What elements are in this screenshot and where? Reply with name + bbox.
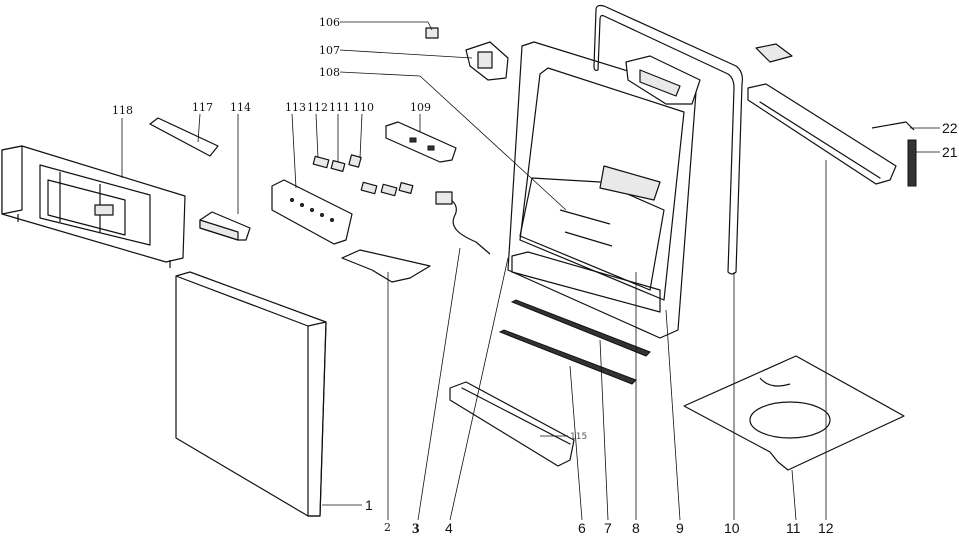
callout-6: 6	[578, 520, 586, 536]
leader-108	[339, 71, 421, 77]
mounting-bracket	[341, 249, 431, 283]
leader-3	[417, 247, 461, 521]
leader-9	[665, 309, 681, 521]
leader-6	[569, 365, 583, 521]
callout-12: 12	[818, 520, 834, 536]
callout-9: 9	[676, 520, 684, 536]
callout-112: 112	[307, 101, 328, 114]
inner-door	[507, 41, 697, 339]
callout-4: 4	[445, 520, 453, 536]
insulation-sheet	[683, 355, 905, 471]
leader-117	[197, 113, 201, 143]
detergent-dispenser	[625, 55, 701, 105]
callout-10: 10	[724, 520, 740, 536]
callout-2: 2	[384, 521, 391, 534]
lower-seal-lower	[498, 329, 637, 385]
callout-108: 108	[319, 66, 340, 79]
callout-3: 3	[412, 521, 420, 537]
callout-21: 21	[942, 144, 958, 160]
leader-112	[315, 113, 319, 159]
callout-111: 111	[329, 101, 350, 114]
door-latch	[465, 41, 509, 81]
leader-7	[599, 339, 609, 521]
door-gasket	[593, 4, 743, 275]
leader-106b	[427, 21, 433, 31]
decor-strip	[149, 117, 219, 157]
wire-harness	[439, 198, 491, 255]
harness-connector	[435, 191, 453, 205]
power-board	[385, 121, 457, 163]
callout-115: 115	[570, 432, 587, 442]
callout-113: 113	[285, 101, 306, 114]
callout-107: 107	[319, 44, 340, 57]
lower-seal-upper	[510, 299, 651, 357]
callout-109: 109	[410, 101, 431, 114]
callout-110: 110	[353, 101, 374, 114]
callout-7: 7	[604, 520, 612, 536]
leader-107	[339, 49, 473, 59]
kick-plate	[449, 381, 575, 467]
control-board	[271, 179, 353, 245]
callout-22: 22	[942, 120, 958, 136]
door-handle-block	[199, 211, 251, 241]
leader-113	[291, 113, 297, 189]
callout-8: 8	[632, 520, 640, 536]
callout-1: 1	[365, 497, 373, 513]
leader-11	[791, 469, 797, 521]
control-panel-housing	[1, 145, 186, 268]
door-spring	[871, 121, 917, 187]
callout-106: 106	[319, 16, 340, 29]
callout-114: 114	[230, 101, 251, 114]
front-door-panel	[175, 271, 327, 517]
callout-117: 117	[192, 101, 213, 114]
callout-118: 118	[112, 104, 133, 117]
leader-110	[359, 113, 363, 159]
switch-assembly	[312, 154, 414, 197]
latch-connector	[425, 27, 439, 39]
leader-4	[449, 257, 509, 521]
callout-11: 11	[786, 520, 801, 536]
hinge-bracket	[747, 43, 897, 185]
leader-108b	[419, 75, 567, 211]
